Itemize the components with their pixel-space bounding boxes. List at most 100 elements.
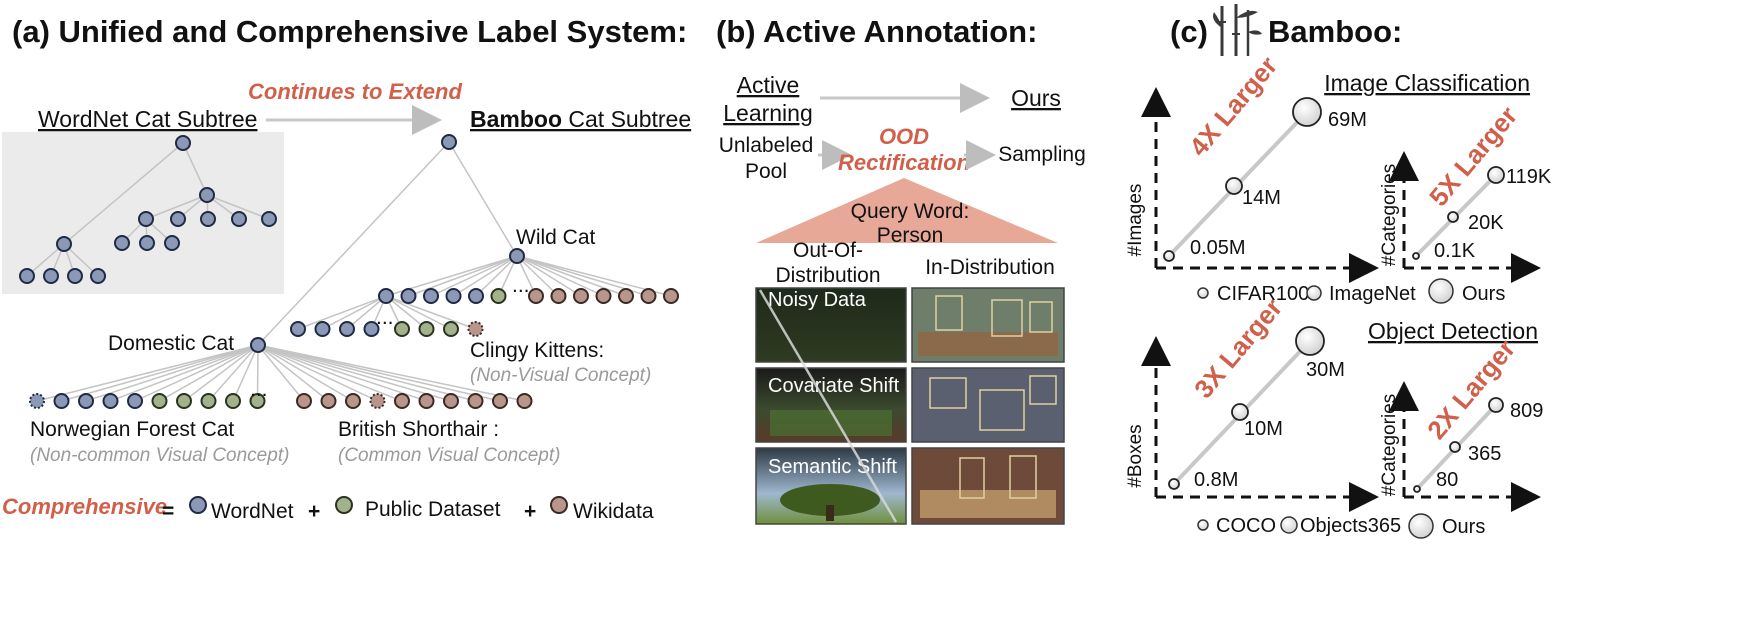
clingy-kittens-node bbox=[467, 321, 484, 337]
scale-annotation: 2X Larger bbox=[1421, 334, 1521, 445]
scale-annotation: 4X Larger bbox=[1183, 51, 1283, 162]
tree-edge bbox=[182, 142, 208, 196]
tree-edge bbox=[61, 344, 259, 402]
point-cifar100 bbox=[1412, 252, 1420, 260]
wordnet-node bbox=[56, 236, 72, 252]
wordnet-node bbox=[261, 211, 277, 227]
legend-coco: COCO bbox=[1216, 515, 1276, 537]
plus-1: + bbox=[308, 500, 320, 523]
point-ours bbox=[1292, 97, 1322, 127]
wordnet-subtree-label: WordNet Cat Subtree bbox=[38, 106, 257, 132]
wordnet-dot bbox=[189, 496, 207, 514]
tree-trunk bbox=[826, 505, 834, 521]
ellipsis-wild: ... bbox=[512, 274, 530, 297]
domestic-child-node bbox=[200, 393, 217, 409]
wild-cat-child-node bbox=[400, 288, 417, 304]
point-label-coco: 80 bbox=[1436, 469, 1458, 491]
common-label: (Common Visual Concept) bbox=[338, 445, 560, 466]
point-ours bbox=[1487, 166, 1505, 184]
legend-imagenet: ImageNet bbox=[1329, 283, 1416, 305]
legend-ours-det: Ours bbox=[1442, 516, 1485, 538]
in-dist-2-box-b bbox=[979, 389, 1025, 431]
tree-edge bbox=[257, 344, 476, 402]
in-dist-1-box-a bbox=[935, 295, 963, 331]
rectification-label: Rectification bbox=[838, 150, 970, 175]
wild-cat-child-node bbox=[468, 288, 484, 304]
wild-subtree-node bbox=[418, 321, 435, 337]
covariate-field bbox=[770, 410, 892, 436]
in-dist-3-box-a bbox=[959, 457, 985, 499]
tree-edge bbox=[346, 295, 387, 330]
unlabeled-label: Unlabeled bbox=[719, 134, 814, 157]
domestic-child-node bbox=[127, 393, 143, 409]
domestic-child-node bbox=[418, 393, 435, 409]
domestic-cat-node bbox=[250, 337, 266, 353]
tree-edge bbox=[257, 344, 354, 402]
det-legend: COCO Objects365 Ours bbox=[1197, 513, 1485, 539]
wordnet-node bbox=[90, 268, 106, 284]
ours-label: Ours bbox=[1011, 85, 1061, 111]
in-dist-1-box-c bbox=[1029, 301, 1053, 333]
point-label-ours: 809 bbox=[1510, 400, 1543, 422]
tree-edge bbox=[385, 295, 427, 330]
tree-edge bbox=[448, 141, 518, 257]
legend-coco-dot bbox=[1197, 519, 1209, 531]
wordnet-tree bbox=[19, 135, 277, 284]
wild-cat-child-node bbox=[663, 288, 679, 304]
domestic-child-node bbox=[249, 393, 266, 409]
bamboo-tree bbox=[29, 134, 679, 409]
legend-cifar-dot bbox=[1197, 287, 1209, 299]
wild-subtree-node bbox=[394, 321, 410, 337]
wild-cat-child-node bbox=[618, 288, 634, 304]
tree-edge bbox=[110, 344, 259, 402]
cls-categories-axis-label: #Categories bbox=[1379, 164, 1400, 266]
tree-edge bbox=[85, 344, 259, 402]
tree-edge bbox=[207, 344, 259, 402]
wild-cat-child-node bbox=[423, 288, 439, 304]
comprehensive-word: Comprehensive bbox=[2, 494, 167, 519]
wordnet-node bbox=[200, 211, 216, 227]
point-coco bbox=[1413, 485, 1421, 493]
wild-subtree-node bbox=[290, 321, 306, 337]
legend-objects365-dot bbox=[1280, 516, 1298, 534]
point-label-objects365: 365 bbox=[1468, 443, 1501, 465]
british-shorthair-node bbox=[369, 393, 386, 409]
tree-edge bbox=[257, 344, 378, 402]
point-imagenet bbox=[1447, 211, 1459, 223]
domestic-child-node bbox=[516, 393, 533, 409]
legend-imagenet-dot bbox=[1306, 285, 1322, 301]
domestic-cat-label: Domestic Cat bbox=[108, 332, 234, 355]
formula-wikidata: Wikidata bbox=[573, 500, 654, 523]
panel-a: (a) Unified and Comprehensive Label Syst… bbox=[2, 14, 691, 523]
domestic-child-node bbox=[225, 393, 241, 409]
cls-legend: CIFAR100 ImageNet Ours bbox=[1197, 278, 1505, 305]
point-ours bbox=[1488, 397, 1504, 413]
domestic-child-node bbox=[467, 393, 484, 409]
tree-edge bbox=[297, 295, 387, 330]
bamboo-rest: Cat Subtree bbox=[562, 106, 691, 132]
point-objects365 bbox=[1449, 441, 1461, 453]
query-triangle bbox=[756, 178, 1058, 243]
wild-cat-child-node bbox=[528, 288, 544, 304]
scale-annotation: 3X Larger bbox=[1188, 293, 1288, 404]
active-label: Active bbox=[737, 72, 800, 98]
tree-edge bbox=[516, 255, 604, 297]
ellipsis-domestic: ... bbox=[250, 378, 268, 401]
wordnet-node bbox=[139, 235, 155, 251]
panel-b-title: (b) Active Annotation: bbox=[716, 14, 1037, 49]
tree-edge bbox=[159, 344, 259, 402]
domestic-child-node bbox=[102, 393, 119, 409]
british-label: British Shorthair : bbox=[338, 418, 499, 441]
wild-cat-child-node bbox=[445, 288, 462, 304]
domestic-child-node bbox=[151, 393, 168, 409]
tree-edge bbox=[26, 243, 65, 277]
tree-edge bbox=[134, 344, 259, 402]
wild-cat-label: Wild Cat bbox=[516, 226, 596, 249]
equals-sign: = bbox=[162, 500, 174, 523]
bamboo-subtree-label: Bamboo Cat Subtree bbox=[470, 106, 691, 132]
point-label-ours: 69M bbox=[1328, 109, 1367, 131]
object-det-heading: Object Detection bbox=[1368, 318, 1538, 344]
extend-label: Continues to Extend bbox=[248, 79, 462, 104]
public-dot bbox=[335, 496, 353, 514]
wordnet-node bbox=[114, 235, 130, 251]
